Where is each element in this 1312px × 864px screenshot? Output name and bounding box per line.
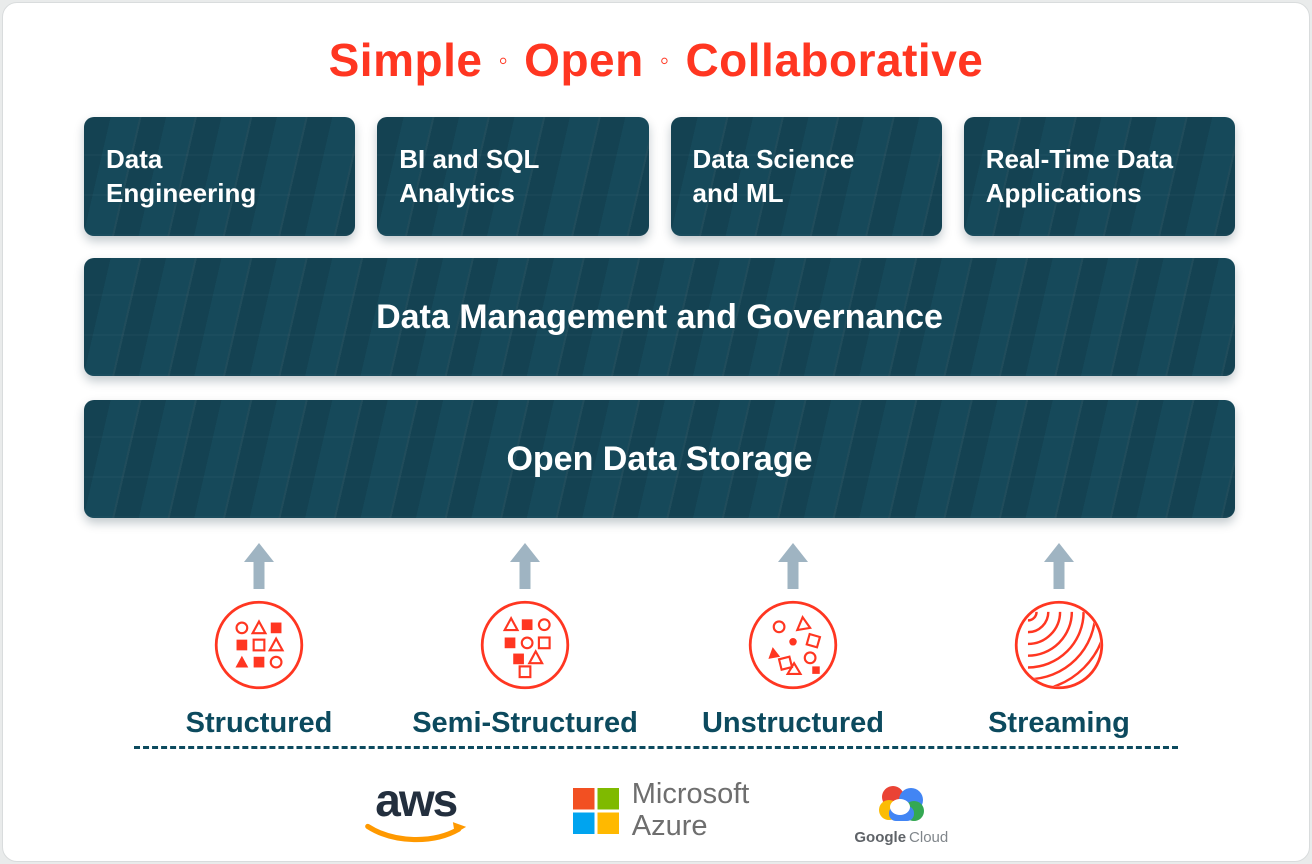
workload-box-realtime-apps: Real-Time Data Applications [964, 117, 1235, 236]
layer-data-management-governance: Data Management and Governance [84, 258, 1235, 376]
source-column-unstructured: Unstructured [643, 543, 943, 740]
workload-label: Data Science and ML [692, 143, 855, 208]
up-arrow-icon [1044, 543, 1074, 589]
workload-box-data-engineering: Data Engineering [84, 117, 356, 236]
up-arrow-icon [244, 543, 274, 589]
dashed-divider [134, 746, 1178, 749]
source-label-unstructured: Unstructured [701, 707, 885, 739]
workload-label: Data Engineering [106, 143, 257, 208]
title-separator-icon: ◦ [659, 45, 670, 75]
unstructured-data-icon [748, 600, 838, 690]
structured-data-icon [214, 600, 304, 690]
title-word-collaborative: Collaborative [685, 34, 984, 86]
aws-logo: aws [364, 773, 468, 847]
semi-structured-data-icon [480, 600, 570, 690]
layer-label: Open Data Storage [506, 439, 813, 478]
title-word-open: Open [524, 34, 644, 86]
workload-label: BI and SQL Analytics [399, 143, 540, 208]
title-separator-icon: ◦ [498, 45, 509, 75]
layer-open-data-storage: Open Data Storage [84, 400, 1235, 518]
azure-wordmark: Microsoft Azure [631, 777, 750, 842]
workload-row: Data Engineering BI and SQL Analytics Da… [84, 117, 1235, 236]
source-column-streaming: Streaming [909, 543, 1209, 740]
google-cloud-icon [879, 785, 925, 821]
microsoft-azure-logo: Microsoft Azure [572, 777, 750, 843]
microsoft-squares-icon [572, 787, 619, 834]
cloud-logos-row: aws Microsoft Azure [3, 763, 1309, 858]
workload-box-data-science-ml: Data Science and ML [671, 117, 942, 236]
workload-label: Real-Time Data Applications [985, 143, 1174, 208]
source-column-structured: Structured [109, 543, 409, 740]
source-label-semi-structured: Semi-Structured [412, 707, 638, 739]
streaming-data-icon [1014, 600, 1104, 690]
source-label-streaming: Streaming [988, 707, 1130, 739]
up-arrow-icon [510, 543, 540, 589]
title-word-simple: Simple [328, 34, 483, 86]
up-arrow-icon [778, 543, 808, 589]
workload-box-bi-sql-analytics: BI and SQL Analytics [377, 117, 649, 236]
layer-label: Data Management and Governance [376, 297, 943, 336]
aws-smile-icon [364, 822, 466, 843]
page-title: Simple ◦ Open ◦ Collaborative [3, 33, 1309, 87]
aws-wordmark: aws [375, 773, 458, 826]
source-column-semi-structured: Semi-Structured [375, 543, 675, 740]
source-label-structured: Structured [185, 707, 333, 739]
